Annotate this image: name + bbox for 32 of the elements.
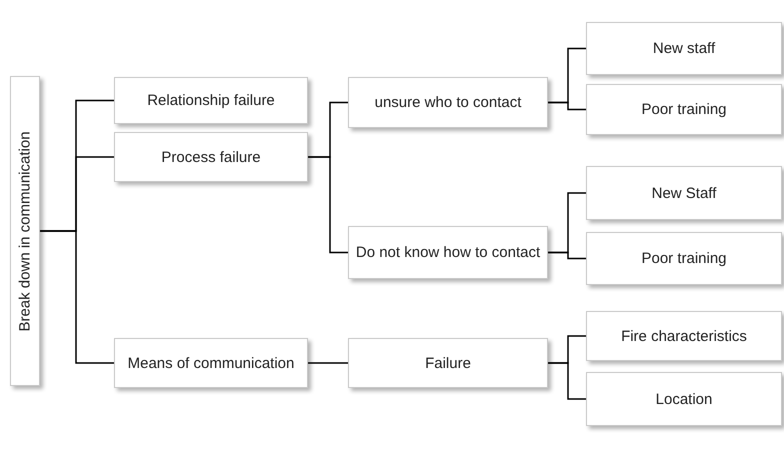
connector-line [308,362,348,364]
label-box [586,166,782,220]
box-text: Poor training [641,249,727,268]
label-box [348,226,548,279]
label-box [586,311,782,361]
box-text: Poor training [641,100,727,119]
connector-line [308,156,348,254]
box-text: Relationship failure [147,91,275,110]
box-text: Do not know how to contact [356,243,540,262]
box-text: unsure who to contact [374,93,522,112]
label-box [586,372,782,426]
label-box [586,232,782,285]
label-box [348,77,548,128]
connector-line [548,362,586,400]
box-text: New staff [652,39,716,58]
box-text: New Staff [652,184,716,202]
label-box [114,338,308,388]
label-box [586,84,782,135]
box-text: Means of communication [128,354,294,372]
connector-line [548,252,586,260]
box-text: Fire characteristics [621,326,747,346]
connector-line [548,102,586,110]
box-text: Break down in communication [16,130,34,332]
box-text: Failure [425,354,471,372]
label-box [114,132,308,182]
box-text: Location [656,390,712,408]
label-box [114,77,308,124]
label-box [586,22,782,75]
label-box [10,76,40,386]
box-text: Process failure [161,148,261,166]
label-box [348,338,548,388]
connector-line [40,230,114,364]
